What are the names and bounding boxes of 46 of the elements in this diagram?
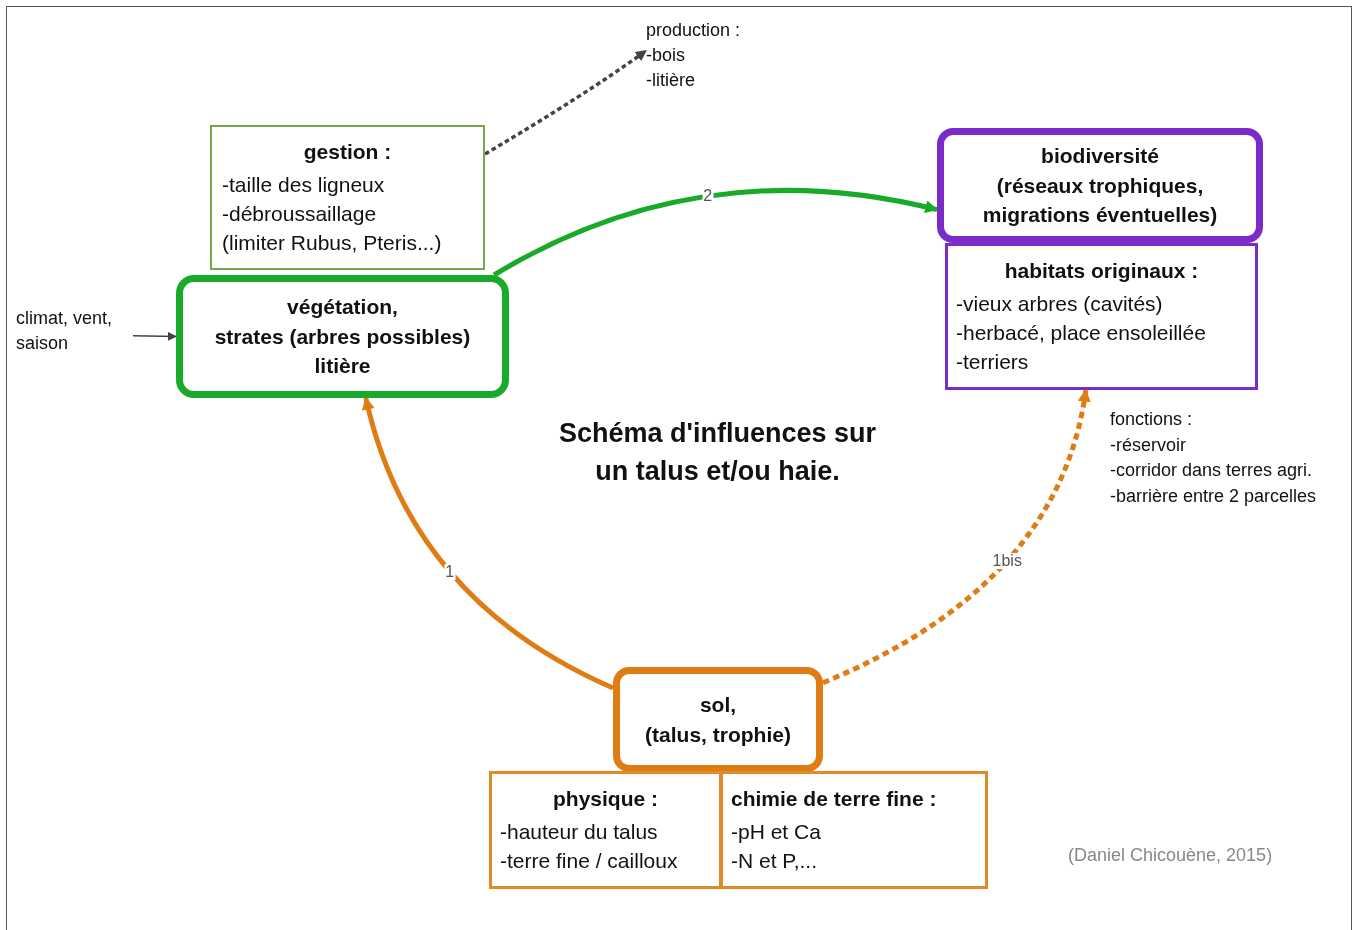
note-text: -bois (646, 44, 686, 68)
chemistry-box (720, 771, 988, 889)
box-text: strates (arbres possibles) (213, 323, 472, 350)
habitats-box (945, 243, 1258, 390)
arrow (822, 388, 1091, 686)
physical-box (489, 771, 722, 889)
arrow (484, 49, 647, 156)
list-item: -hauteur du talus (500, 818, 659, 845)
credit-caption: (Daniel Chicouène, 2015) (1068, 845, 1273, 866)
note-item: -corridor dans terres agri. (1110, 459, 1314, 483)
list-item: -débroussaillage (222, 200, 378, 227)
list-item: (limiter Rubus, Pteris...) (222, 229, 443, 256)
note-item: -réservoir (1110, 433, 1187, 457)
list-item: -terre fine / cailloux (500, 847, 679, 874)
arrow (492, 187, 939, 278)
arrow (132, 331, 177, 341)
list-item: -N et P,... (731, 847, 818, 874)
vegetation-box (176, 275, 509, 398)
arrow (362, 396, 615, 691)
box-text: (talus, trophie) (644, 721, 792, 748)
box-heading: gestion : (302, 139, 393, 166)
management-box (210, 125, 485, 270)
box-heading: chimie de terre fine : (731, 786, 938, 813)
list-item: -terriers (956, 348, 1030, 375)
soil-box (613, 667, 823, 772)
note-text: production : (646, 19, 742, 42)
edge-label: 1 (444, 563, 456, 580)
box-text: (réseaux trophiques, (995, 172, 1205, 199)
box-text: biodiversité (1040, 143, 1160, 170)
biodiversity-box (937, 128, 1263, 243)
note-heading: fonctions : (1110, 408, 1194, 431)
box-text: litière (313, 353, 372, 380)
box-heading: physique : (552, 786, 659, 813)
box-text: végétation, (286, 294, 399, 321)
list-item: -pH et Ca (731, 818, 822, 845)
note-text: -litière (646, 69, 696, 93)
box-text: migrations éventuelles) (981, 202, 1219, 229)
note-item: -barrière entre 2 parcelles (1110, 484, 1317, 508)
list-item: -vieux arbres (cavités) (956, 290, 1164, 317)
edge-label: 1bis (991, 552, 1023, 569)
box-text: sol, (698, 692, 738, 719)
note-text: climat, vent, saison (16, 307, 114, 356)
list-item: -herbacé, place ensoleillée (956, 319, 1207, 346)
list-item: -taille des ligneux (222, 171, 386, 198)
box-heading: habitats originaux : (1003, 258, 1200, 285)
diagram-title: Schéma d'influences sur un talus et/ou haie. (558, 417, 877, 488)
